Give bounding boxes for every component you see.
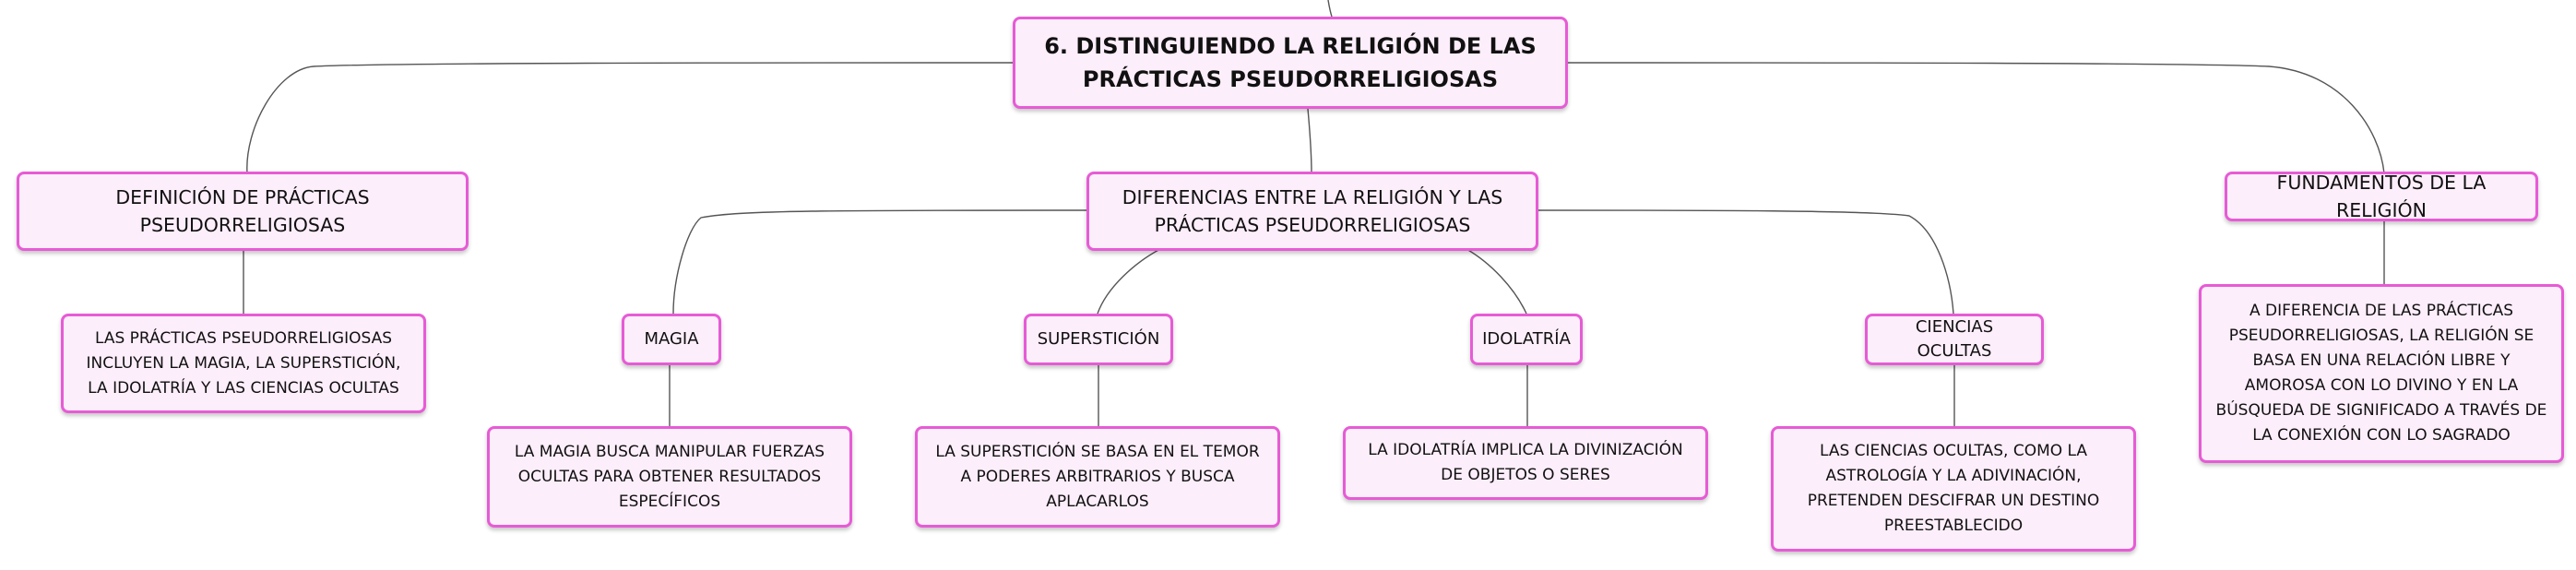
magia-detail-text: LA MAGIA BUSCA MANIPULAR FUERZAS OCULTAS… (514, 442, 825, 511)
magia-node[interactable]: MAGIA (622, 314, 721, 365)
connector-differences-idolatria (1466, 248, 1527, 315)
supersticion-node[interactable]: SUPERSTICIÓN (1024, 314, 1173, 365)
definition-node[interactable]: DEFINICIÓN DE PRÁCTICAS PSEUDORRELIGIOSA… (17, 172, 469, 251)
differences-node[interactable]: DIFERENCIAS ENTRE LA RELIGIÓN Y LAS PRÁC… (1086, 172, 1538, 251)
root-title: 6. DISTINGUIENDO LA RELIGIÓN DE LAS PRÁC… (1044, 33, 1537, 92)
supersticion-detail-node[interactable]: LA SUPERSTICIÓN SE BASA EN EL TEMOR A PO… (915, 426, 1280, 528)
idolatria-detail-text: LA IDOLATRÍA IMPLICA LA DIVINIZACIÓN DE … (1368, 441, 1683, 484)
foundations-node[interactable]: FUNDAMENTOS DE LA RELIGIÓN (2225, 172, 2538, 221)
ciencias-ocultas-node[interactable]: CIENCIAS OCULTAS (1865, 314, 2044, 365)
definition-label: DEFINICIÓN DE PRÁCTICAS PSEUDORRELIGIOSA… (115, 186, 370, 236)
definition-detail-text: LAS PRÁCTICAS PSEUDORRELIGIOSAS INCLUYEN… (86, 328, 401, 398)
connector-differences-ocultas (1537, 209, 1954, 315)
foundations-label: FUNDAMENTOS DE LA RELIGIÓN (2276, 172, 2487, 221)
connector-root-parent (1327, 0, 1333, 18)
idolatria-label: IDOLATRÍA (1482, 329, 1571, 349)
foundations-detail-node[interactable]: A DIFERENCIA DE LAS PRÁCTICAS PSEUDORREL… (2199, 284, 2564, 463)
idolatria-node[interactable]: IDOLATRÍA (1470, 314, 1583, 365)
supersticion-label: SUPERSTICIÓN (1037, 329, 1160, 349)
magia-detail-node[interactable]: LA MAGIA BUSCA MANIPULAR FUERZAS OCULTAS… (487, 426, 852, 528)
ciencias-ocultas-detail-node[interactable]: LAS CIENCIAS OCULTAS, COMO LA ASTROLOGÍA… (1771, 426, 2136, 552)
magia-label: MAGIA (644, 329, 699, 349)
root-node[interactable]: 6. DISTINGUIENDO LA RELIGIÓN DE LAS PRÁC… (1013, 17, 1568, 109)
differences-label: DIFERENCIAS ENTRE LA RELIGIÓN Y LAS PRÁC… (1122, 186, 1503, 236)
ciencias-ocultas-detail-text: LAS CIENCIAS OCULTAS, COMO LA ASTROLOGÍA… (1807, 442, 2100, 535)
connector-root-foundations (1567, 62, 2385, 174)
ciencias-ocultas-label: CIENCIAS OCULTAS (1915, 317, 1994, 361)
connector-root-definition (246, 62, 1015, 174)
connector-root-differences (1307, 108, 1312, 174)
foundations-detail-text: A DIFERENCIA DE LAS PRÁCTICAS PSEUDORREL… (2215, 302, 2547, 445)
connector-differences-magia (672, 209, 1089, 315)
idolatria-detail-node[interactable]: LA IDOLATRÍA IMPLICA LA DIVINIZACIÓN DE … (1343, 426, 1708, 500)
supersticion-detail-text: LA SUPERSTICIÓN SE BASA EN EL TEMOR A PO… (935, 442, 1260, 511)
definition-detail-node[interactable]: LAS PRÁCTICAS PSEUDORRELIGIOSAS INCLUYEN… (61, 314, 426, 413)
connector-differences-supersticion (1097, 248, 1161, 315)
